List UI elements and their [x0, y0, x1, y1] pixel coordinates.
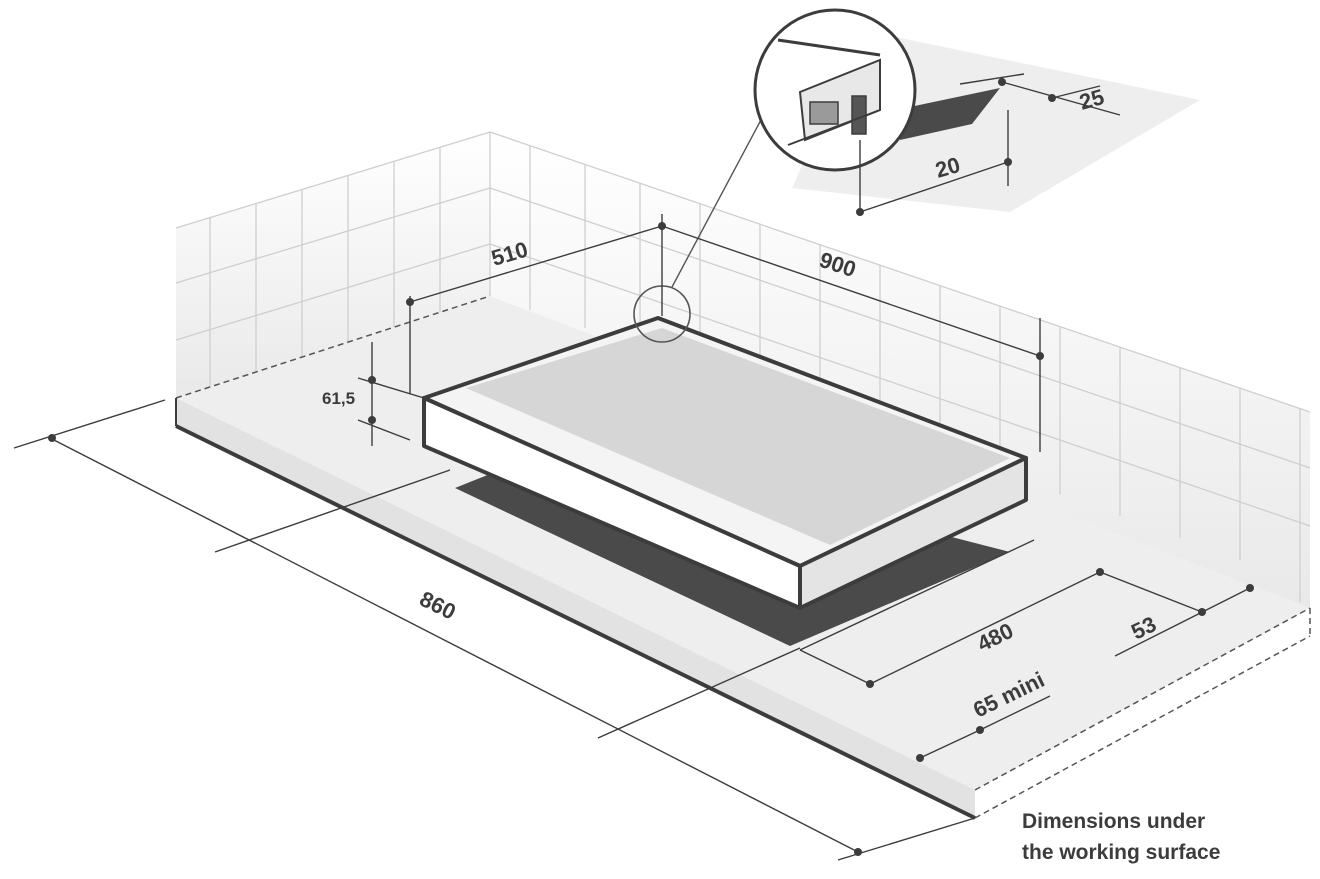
dimensions-caption: Dimensions under the working surface — [1022, 806, 1312, 868]
hob-glass — [466, 328, 1010, 545]
label-61-5: 61,5 — [322, 389, 355, 408]
caption-line-1: Dimensions under — [1022, 810, 1206, 833]
back-wall — [176, 132, 1310, 608]
dimension-dots — [48, 78, 1254, 856]
caption-line-2: the working surface — [1022, 841, 1221, 864]
label-860: 860 — [416, 586, 460, 625]
dimension-lines — [13, 73, 1251, 861]
hob — [422, 316, 1028, 610]
detail-callout — [633, 8, 1200, 343]
